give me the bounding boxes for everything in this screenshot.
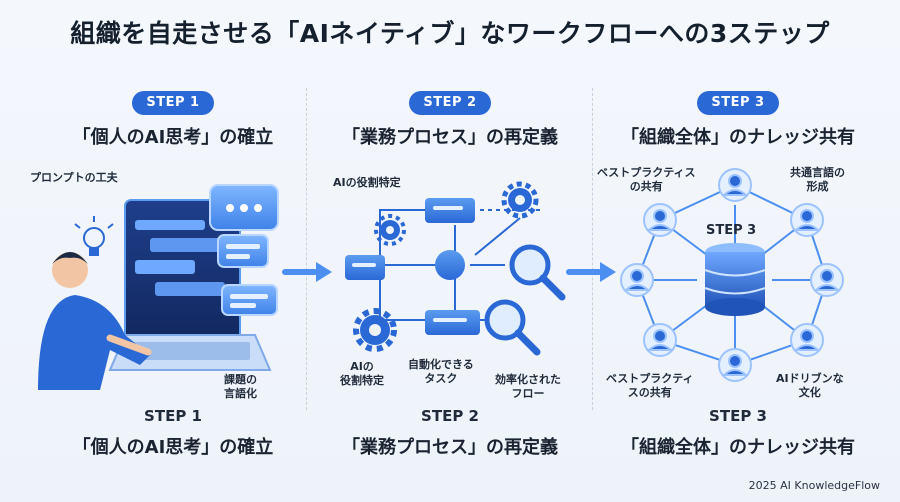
magnifier-icon xyxy=(484,299,541,356)
step-1-badge: STEP 1 xyxy=(132,91,214,115)
label-auto: 自動化できる タスク xyxy=(408,358,474,385)
arrow-right-icon xyxy=(282,262,332,282)
label-lang: 共通言語の 形成 xyxy=(790,166,845,193)
step-2-illustration xyxy=(345,181,566,356)
label-task: 課題の 言語化 xyxy=(224,373,257,400)
label-flow: 効率化された フロー xyxy=(495,373,561,400)
divider-1 xyxy=(306,88,307,410)
gear-icon xyxy=(374,214,406,246)
step-1-heading: 「個人のAI思考」の確立 xyxy=(72,127,274,148)
step-3-footer-title: 「組織全体」のナレッジ共有 xyxy=(621,437,855,458)
step-3-heading: 「組織全体」のナレッジ共有 xyxy=(621,127,855,148)
step-3-footer-label: STEP 3 xyxy=(709,407,767,425)
step-3-illustration xyxy=(620,168,844,382)
step-1-footer-title: 「個人のAI思考」の確立 xyxy=(72,437,274,458)
step-2-footer-label: STEP 2 xyxy=(421,407,479,425)
person-icon xyxy=(38,252,152,390)
step-1-illustration xyxy=(38,184,279,390)
arrow-right-icon xyxy=(566,262,616,282)
magnifier-icon xyxy=(509,244,566,301)
footer-credit: 2025 AI KnowledgeFlow xyxy=(748,479,880,492)
label-best-bottom: ベストプラクティ スの共有 xyxy=(606,372,694,399)
label-role-bottom: AIの 役割特定 xyxy=(340,360,384,387)
gear-icon xyxy=(501,181,539,219)
label-ai-culture: AIドリブンな 文化 xyxy=(776,372,844,399)
divider-2 xyxy=(592,88,593,410)
label-role-top: AIの役割特定 xyxy=(333,176,401,189)
page-title: 組織を自走させる「AIネイティブ」なワークフローへの3ステップ xyxy=(70,19,830,48)
gear-icon xyxy=(353,308,397,352)
step-1-footer-label: STEP 1 xyxy=(144,407,202,425)
database-icon xyxy=(704,243,766,316)
step-2-footer-title: 「業務プロセス」の再定義 xyxy=(342,437,558,458)
avatar-icon xyxy=(620,168,844,382)
step-3-center-label: STEP 3 xyxy=(706,223,757,238)
label-prompt: プロンプトの工夫 xyxy=(30,171,118,184)
lightbulb-icon xyxy=(74,216,114,256)
step-2-badge: STEP 2 xyxy=(409,91,491,115)
step-3-badge: STEP 3 xyxy=(697,91,779,115)
step-2-heading: 「業務プロセス」の再定義 xyxy=(342,127,558,148)
label-best-top: ベストプラクティス の共有 xyxy=(597,166,696,193)
chat-bubble-icon xyxy=(209,184,279,231)
